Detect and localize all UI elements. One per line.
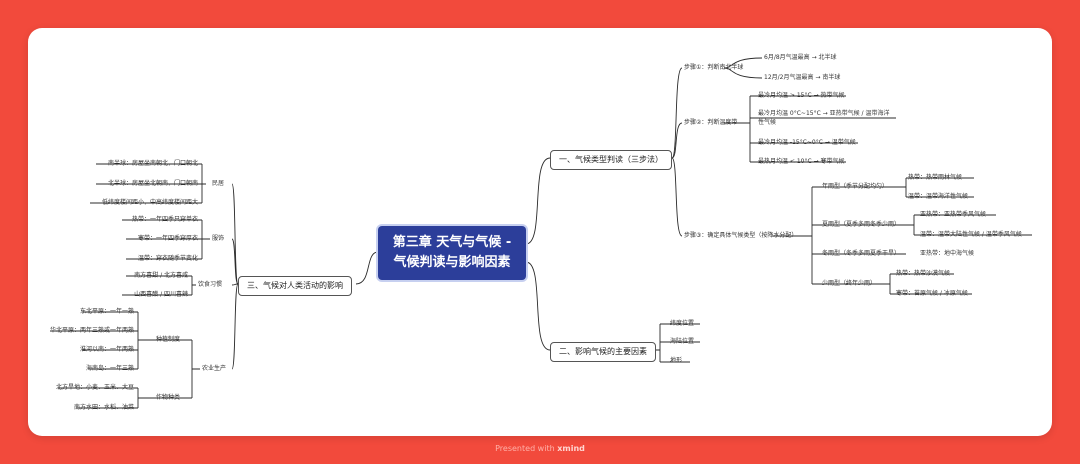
housing-south[interactable]: 南半球：房屋坐南朝北，门口朝北 [107,160,198,167]
annual-temperate[interactable]: 温带：温带海洋性气候 [908,193,969,200]
step2-temperature-zone[interactable]: 步骤②：判断温度带 [684,119,738,126]
branch-climate-human-impact[interactable]: 三、气候对人类活动的影响 [238,276,352,296]
branch-climate-judgement[interactable]: 一、气候类型判读（三步法） [550,150,672,170]
category-clothing[interactable]: 服饰 [212,235,225,242]
step2-tropical[interactable]: 最冷月均温 > 15°C → 热带气候 [758,92,845,99]
crop-types[interactable]: 作物种类 [156,394,181,401]
footer-brand: xmind [557,444,585,453]
planting-north-china[interactable]: 华北平原：两年三熟或一年两熟 [49,327,134,334]
clothing-tropical[interactable]: 热带：一年四季只穿单衣 [131,216,198,223]
step1-north[interactable]: 6月/8月气温最高 → 北半球 [764,54,837,61]
housing-north[interactable]: 北半球：房屋坐北朝南，门口朝南 [107,180,198,187]
footer-credit[interactable]: Presented with xmind [0,444,1080,453]
planting-huai-south[interactable]: 淮河以南：一年两熟 [79,346,134,353]
diet-vinegar-spicy[interactable]: 山西喜醋 / 四川喜辣 [134,291,188,298]
factor-land-sea[interactable]: 海陆位置 [670,338,695,345]
factor-latitude[interactable]: 纬度位置 [670,320,695,327]
crops-south-paddy[interactable]: 南方水田：水稻、油菜 [73,404,134,411]
step3-precipitation[interactable]: 步骤③：确定具体气候类型（按降水分配） [684,232,798,239]
little-desert[interactable]: 热带：热带沙漠气候 [896,270,951,277]
step1-hemisphere[interactable]: 步骤①：判断南北半球 [684,64,744,71]
footer-prefix: Presented with [495,444,555,453]
central-topic[interactable]: 第三章 天气与气候 - 气候判读与影响因素 [378,226,526,280]
mindmap-canvas [28,28,1052,436]
summer-subtropical[interactable]: 亚热带：亚热带季风气候 [920,211,987,218]
planting-hainan[interactable]: 海南岛：一年三熟 [85,365,134,372]
step2-frigid[interactable]: 最热月均温 < 10°C → 寒带气候 [758,158,845,165]
winter-rain-type[interactable]: 冬雨型（冬季多雨夏季干旱） [822,250,901,257]
clothing-temperate[interactable]: 温带：穿衣随季节变化 [137,255,198,262]
annual-tropical[interactable]: 热带：热带雨林气候 [908,174,963,181]
step1-south[interactable]: 12月/2月气温最高 → 南半球 [764,74,841,81]
summer-rain-type[interactable]: 夏雨型（夏季多雨冬季少雨） [822,221,901,228]
planting-northeast[interactable]: 东北平原：一年一熟 [79,308,134,315]
little-tundra[interactable]: 寒带：苔原气候 / 冰原气候 [896,290,968,297]
housing-spacing[interactable]: 低纬度楼间距小，中高纬度楼间距大 [101,199,198,206]
annual-rain-type[interactable]: 年雨型（季节分配均匀） [822,183,889,190]
category-diet[interactable]: 饮食习惯 [198,281,223,288]
planting-system[interactable]: 种植制度 [156,336,181,343]
winter-mediterranean[interactable]: 亚热带：地中海气候 [920,250,975,257]
clothing-frigid[interactable]: 寒带：一年四季穿厚衣 [137,235,198,242]
diet-sweet-salty[interactable]: 南方喜甜 / 北方喜咸 [134,272,188,279]
category-agriculture[interactable]: 农业生产 [202,365,227,372]
branch-climate-factors[interactable]: 二、影响气候的主要因素 [550,342,656,362]
category-housing[interactable]: 民居 [212,180,225,187]
step2-subtropical-cont: 性气候 [758,119,777,126]
little-rain-type[interactable]: 少雨型（终年少雨） [822,280,877,287]
step2-temperate[interactable]: 最冷月均温 -15°C~0°C → 温带气候 [758,139,856,146]
crops-north-dryland[interactable]: 北方旱地：小麦、玉米、大豆 [55,384,134,391]
summer-temperate[interactable]: 温带：温带大陆性气候 / 温带季风气候 [920,231,1022,238]
central-topic-line1: 第三章 天气与气候 - [392,235,512,250]
central-topic-line2: 气候判读与影响因素 [393,255,511,270]
step2-subtropical[interactable]: 最冷月均温 0°C~15°C → 亚热带气候 / 温带海洋 [758,110,890,117]
factor-terrain[interactable]: 地形 [670,357,683,364]
